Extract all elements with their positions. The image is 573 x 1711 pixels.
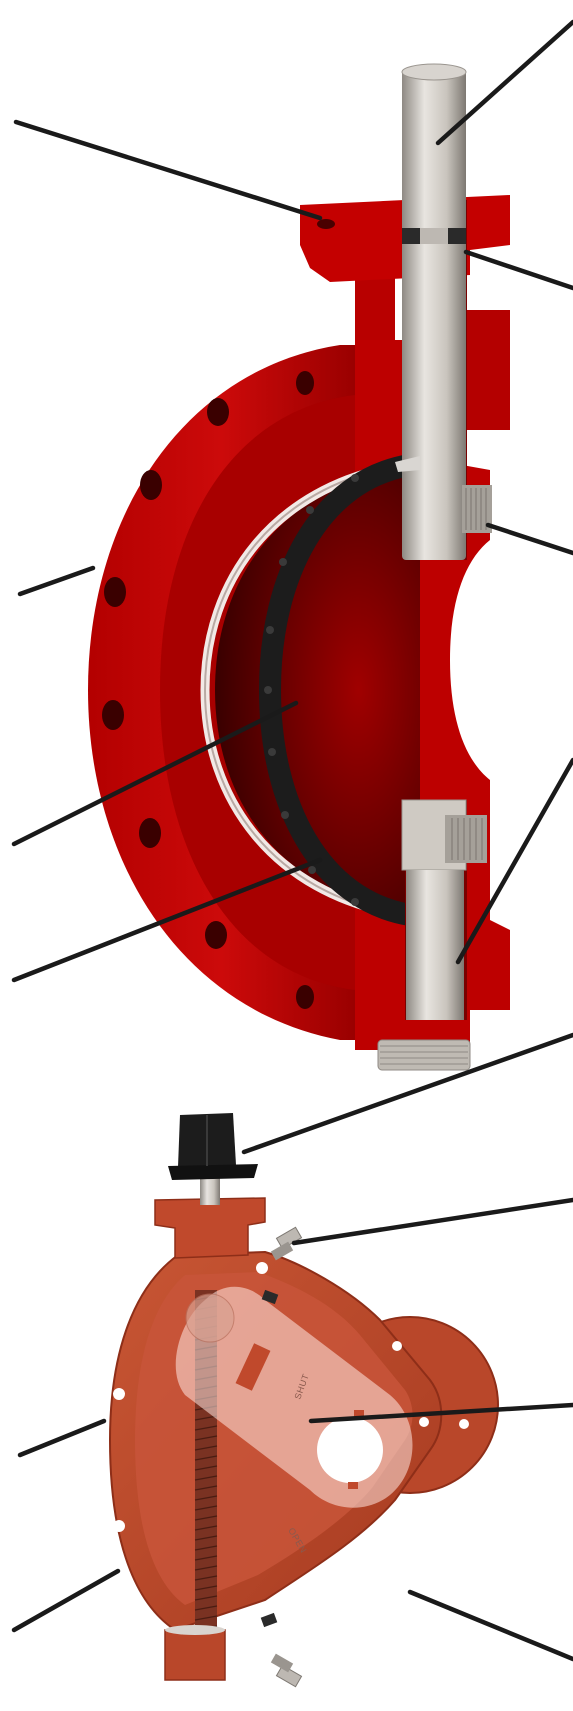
seal-screw xyxy=(279,558,287,566)
flange-bolt-holes xyxy=(102,371,314,1009)
housing-bolts xyxy=(113,1262,469,1664)
housing-bolt xyxy=(419,1498,429,1508)
plug-thread-lower xyxy=(451,818,483,860)
callout-leaders xyxy=(11,19,573,1662)
housing-bolt xyxy=(419,1417,429,1427)
bottom-cover-thread xyxy=(380,1045,468,1065)
seal-screw xyxy=(351,898,359,906)
valve-bore xyxy=(215,470,420,910)
lever-stop-upper xyxy=(235,1343,271,1391)
gear-operator-cutaway: SHUT OPEN xyxy=(108,1113,499,1688)
housing-bolt xyxy=(256,1262,268,1274)
housing-bolt xyxy=(256,1652,268,1664)
seal-screw xyxy=(308,866,316,874)
operating-nut-flange xyxy=(168,1164,258,1180)
housing-bolt xyxy=(459,1500,469,1510)
valve-neck-lug xyxy=(462,310,510,430)
callout-leader-stem-top xyxy=(435,19,573,146)
bolt-hole xyxy=(207,398,229,426)
bolt-hole xyxy=(296,371,314,395)
butterfly-valve-cutaway xyxy=(88,63,510,1071)
worm-gear-pad xyxy=(260,1612,278,1628)
output-keyway-top xyxy=(354,1410,364,1418)
seal-screw xyxy=(264,686,272,694)
seal-screw xyxy=(281,811,289,819)
output-keyway-bottom xyxy=(348,1482,358,1489)
bolt-hole xyxy=(296,985,314,1009)
callout-leader-cover xyxy=(11,1568,121,1633)
top-input-hub xyxy=(154,1197,266,1259)
housing-bolt xyxy=(392,1341,402,1351)
seal-screw xyxy=(266,626,274,634)
housing-bolt xyxy=(395,1565,405,1575)
bottom-spigot xyxy=(164,1629,226,1681)
callout-leader-packing xyxy=(463,249,573,291)
upper-stem xyxy=(402,70,466,560)
upper-stem-top xyxy=(401,63,467,81)
bottom-spigot-face xyxy=(165,1625,225,1635)
callout-leader-disc xyxy=(11,700,299,847)
side-plug-lower xyxy=(445,815,487,863)
callout-leader-side-housing xyxy=(407,1589,573,1662)
housing-bolt xyxy=(113,1520,125,1532)
worm-gear-pad xyxy=(261,1289,279,1305)
bolt-hole xyxy=(102,700,124,730)
callout-leader-housing xyxy=(17,1418,107,1458)
housing-bolt xyxy=(113,1388,125,1400)
seal-screw xyxy=(268,748,276,756)
mounting-pad-hole xyxy=(317,219,335,229)
callout-leader-quadrant xyxy=(308,1402,573,1424)
bolt-hole xyxy=(205,921,227,949)
disc-pin xyxy=(395,456,420,472)
callout-leader-stop-bolt xyxy=(291,1197,573,1246)
bolt-hole xyxy=(104,577,126,607)
plug-thread-upper xyxy=(465,488,487,530)
output-bore xyxy=(317,1417,383,1483)
stem-packing-gap xyxy=(420,228,448,244)
valve-seat-ring-shade xyxy=(203,465,399,915)
callout-leader-lower-bushing xyxy=(455,757,573,965)
stop-bolt-lower xyxy=(270,1653,303,1688)
housing-bolt xyxy=(459,1419,469,1429)
seal-screw xyxy=(306,506,314,514)
bolt-hole xyxy=(140,470,162,500)
callout-leader-seat xyxy=(11,857,323,983)
callout-leader-mounting-pad xyxy=(13,119,323,221)
lower-stem xyxy=(406,870,464,1020)
bottom-cover xyxy=(377,1039,471,1071)
lever-pivot xyxy=(185,1293,235,1343)
bolt-hole xyxy=(139,818,161,848)
callout-leader-body xyxy=(17,565,96,597)
seal-screw xyxy=(351,474,359,482)
callout-leader-operating-nut xyxy=(241,1032,573,1155)
seal-retaining-screws xyxy=(264,474,359,906)
callout-leader-side-plug xyxy=(485,522,573,556)
